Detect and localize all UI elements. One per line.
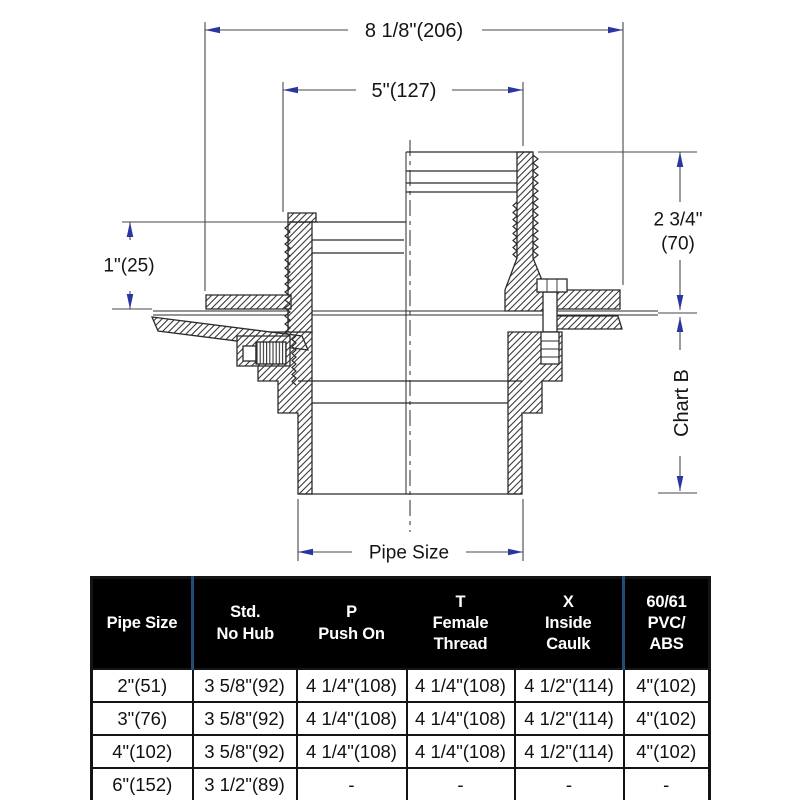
table-cell: 3 5/8"(92) (191, 701, 298, 736)
table-cell: 4"(102) (622, 668, 711, 703)
arrow-left-icon (283, 86, 298, 94)
table-cell: 4 1/2"(114) (513, 668, 625, 703)
table-cell: 2"(51) (90, 668, 194, 703)
threads (284, 154, 539, 386)
table-cell: 3 5/8"(92) (191, 668, 298, 703)
bolt-left-head (242, 345, 257, 362)
table-cell: 4 1/4"(108) (405, 734, 516, 769)
dim-lower-height: Chart B (658, 317, 697, 494)
thread-right-inner (512, 201, 518, 259)
table-cell: 4 1/2"(114) (513, 701, 625, 736)
dim-overall-width: 8 1/8"(206) (204, 20, 624, 291)
body-right-lower (507, 331, 563, 495)
table-cell: 4 1/4"(108) (295, 701, 408, 736)
hub-left-rim (287, 212, 317, 223)
column-header-inside-caulk: X Inside Caulk (514, 577, 625, 669)
body-left-lower (257, 331, 313, 495)
table-cell: 4"(102) (622, 701, 711, 736)
arrow-right-icon (508, 548, 523, 556)
table-header-row: Pipe Size Std. No Hub P Push On T Female… (91, 577, 710, 669)
table-cell: 4 1/4"(108) (405, 668, 516, 703)
dim-upper-height-label: 2 3/4" (653, 210, 702, 231)
interior-lines (288, 151, 533, 495)
technical-drawing: 8 1/8"(206) 5"(127) 1"(25) 2 3/4" (70) (103, 20, 703, 564)
bolt-right-head (536, 278, 568, 293)
table-row: 4"(102) 3 5/8"(92) 4 1/4"(108) 4 1/4"(10… (90, 734, 711, 769)
arrow-right-icon (608, 26, 623, 34)
table-row: 2"(51) 3 5/8"(92) 4 1/4"(108) 4 1/4"(108… (90, 668, 711, 703)
dim-pipe-size-label: Pipe Size (369, 543, 449, 564)
arrow-down-icon (126, 294, 134, 309)
table-cell: 4"(102) (622, 734, 711, 769)
arrow-right-icon (508, 86, 523, 94)
arrow-up-icon (676, 152, 684, 167)
thread-left-lower (291, 335, 297, 386)
table-cell: 3 1/2"(89) (191, 767, 298, 800)
dim-upper-height: 2 3/4" (70) (538, 151, 703, 314)
dim-lower-height-label: Chart B (671, 369, 693, 437)
dim-upper-height-mm-label: (70) (661, 234, 695, 255)
thread-left-outer (284, 223, 291, 337)
arrow-left-icon (205, 26, 220, 34)
dim-lip-height-label: 1"(25) (103, 256, 154, 277)
hub-left-wall (287, 221, 313, 333)
table-cell: - (405, 767, 516, 800)
clamp-ring-left (205, 294, 292, 310)
column-header-pipe-size: Pipe Size (91, 577, 194, 669)
table-cell: 4 1/2"(114) (513, 734, 625, 769)
bolt-right-shank (542, 291, 558, 333)
arrow-down-icon (676, 295, 684, 310)
column-header-push-on: P Push On (296, 577, 407, 669)
table-cell: - (513, 767, 625, 800)
bolt-right-nut (540, 331, 560, 365)
arrow-down-icon (676, 476, 684, 491)
bolt-right (536, 278, 568, 365)
dimension-table: Pipe Size Std. No Hub P Push On T Female… (90, 576, 711, 800)
table-row: 6"(152) 3 1/2"(89) - - - - (90, 767, 711, 800)
table-cell: 4 1/4"(108) (295, 668, 408, 703)
table-cell: 3"(76) (90, 701, 194, 736)
table-cell: 4 1/4"(108) (295, 734, 408, 769)
thread-right-outer (532, 154, 539, 260)
table-row: 3"(76) 3 5/8"(92) 4 1/4"(108) 4 1/4"(108… (90, 701, 711, 736)
table-cell: 6"(152) (90, 767, 194, 800)
table-cell: - (622, 767, 711, 800)
arrow-up-icon (676, 317, 684, 332)
deck-flange-right (547, 315, 623, 330)
dim-overall-width-label: 8 1/8"(206) (365, 20, 463, 42)
column-header-female-thread: T Female Thread (406, 577, 515, 669)
arrow-up-icon (126, 222, 134, 237)
column-header-std-no-hub: Std. No Hub (192, 577, 297, 669)
bolt-left-threads (255, 341, 287, 365)
table-cell: 3 5/8"(92) (191, 734, 298, 769)
column-header-pvc-abs: 60/61 PVC/ ABS (623, 577, 710, 669)
table-cell: 4 1/4"(108) (405, 701, 516, 736)
dim-lip-height: 1"(25) (103, 221, 290, 310)
arrow-left-icon (298, 548, 313, 556)
dim-upper-width-label: 5"(127) (372, 80, 437, 102)
bolt-left (242, 341, 287, 365)
table-cell: - (295, 767, 408, 800)
table-cell: 4"(102) (90, 734, 194, 769)
dim-upper-width: 5"(127) (282, 80, 524, 212)
dim-pipe-size: Pipe Size (297, 499, 524, 564)
